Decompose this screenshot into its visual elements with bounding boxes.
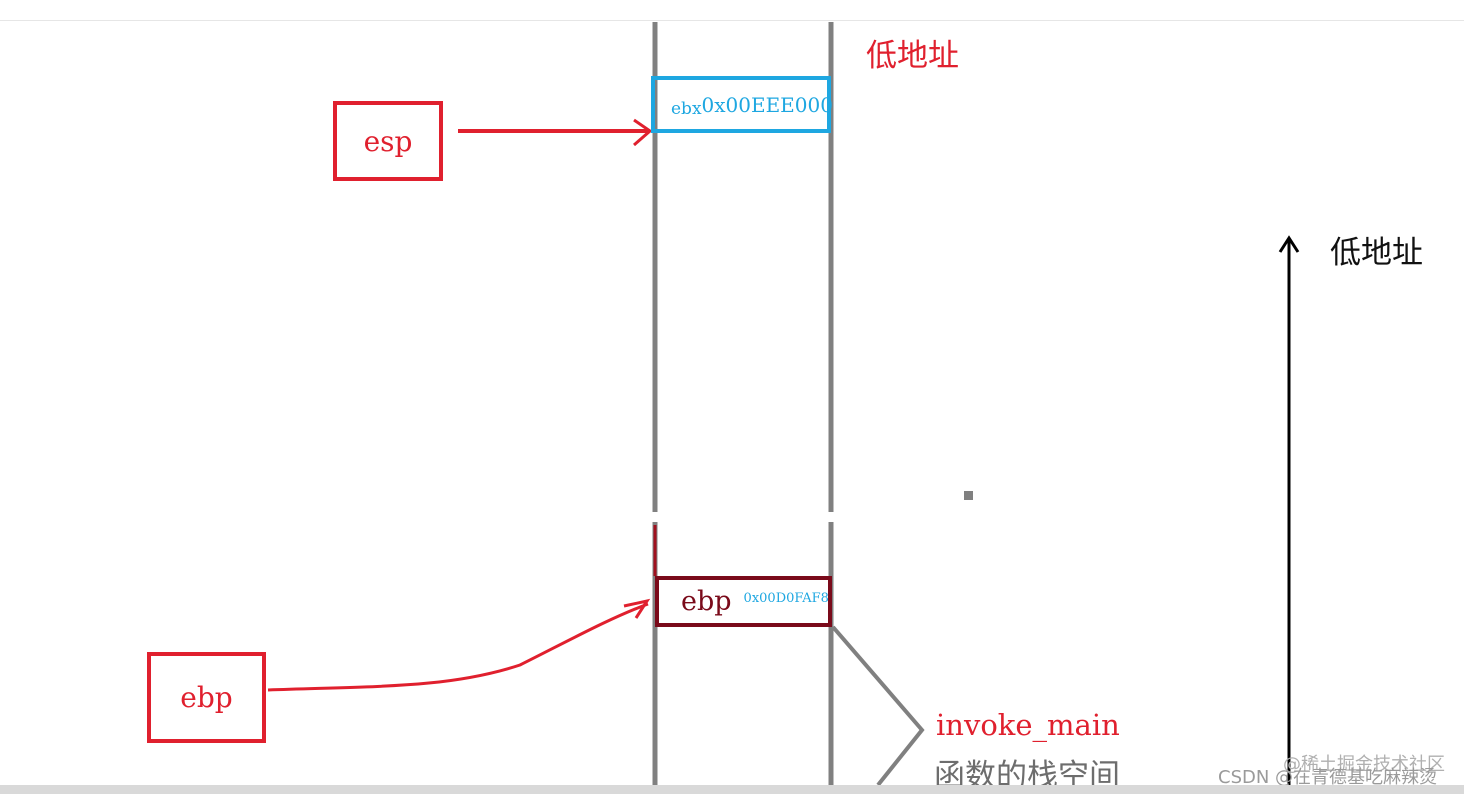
top-divider <box>0 20 1464 21</box>
invoke-main-brace <box>831 625 925 787</box>
esp-label: esp <box>363 124 413 158</box>
juejin-watermark: @稀土掘金技术社区 <box>1283 754 1445 775</box>
stack-cell-ebp: ebp 0x00D0FAF8 <box>655 576 832 627</box>
low-address-top-label: 低地址 <box>866 38 959 74</box>
low-address-right-label: 低地址 <box>1330 235 1423 271</box>
esp-arrow-head <box>633 118 653 147</box>
ebp-arrow-shaft <box>267 602 649 692</box>
csdn-watermark: CSDN @在青德基吃麻辣烫 <box>1218 767 1438 788</box>
invoke-main-label: invoke_main <box>936 708 1120 742</box>
stray-dot <box>964 491 973 500</box>
cell-ebx-register: ebx <box>671 98 702 119</box>
ebp-register-box: ebp <box>147 652 266 743</box>
bottom-scroll-strip <box>0 785 1464 794</box>
cell-ebx-address: 0x00EEE000 <box>701 92 833 117</box>
low-address-arrow-head <box>1278 235 1300 253</box>
stack-cell-ebx: ebx 0x00EEE000 <box>651 76 833 133</box>
ebp-label: ebp <box>180 681 233 714</box>
ebp-arrow-head <box>623 598 651 619</box>
esp-register-box: esp <box>333 101 443 181</box>
cell-ebp-address: 0x00D0FAF8 <box>743 591 829 606</box>
cell-ebp-register: ebp <box>681 586 732 617</box>
